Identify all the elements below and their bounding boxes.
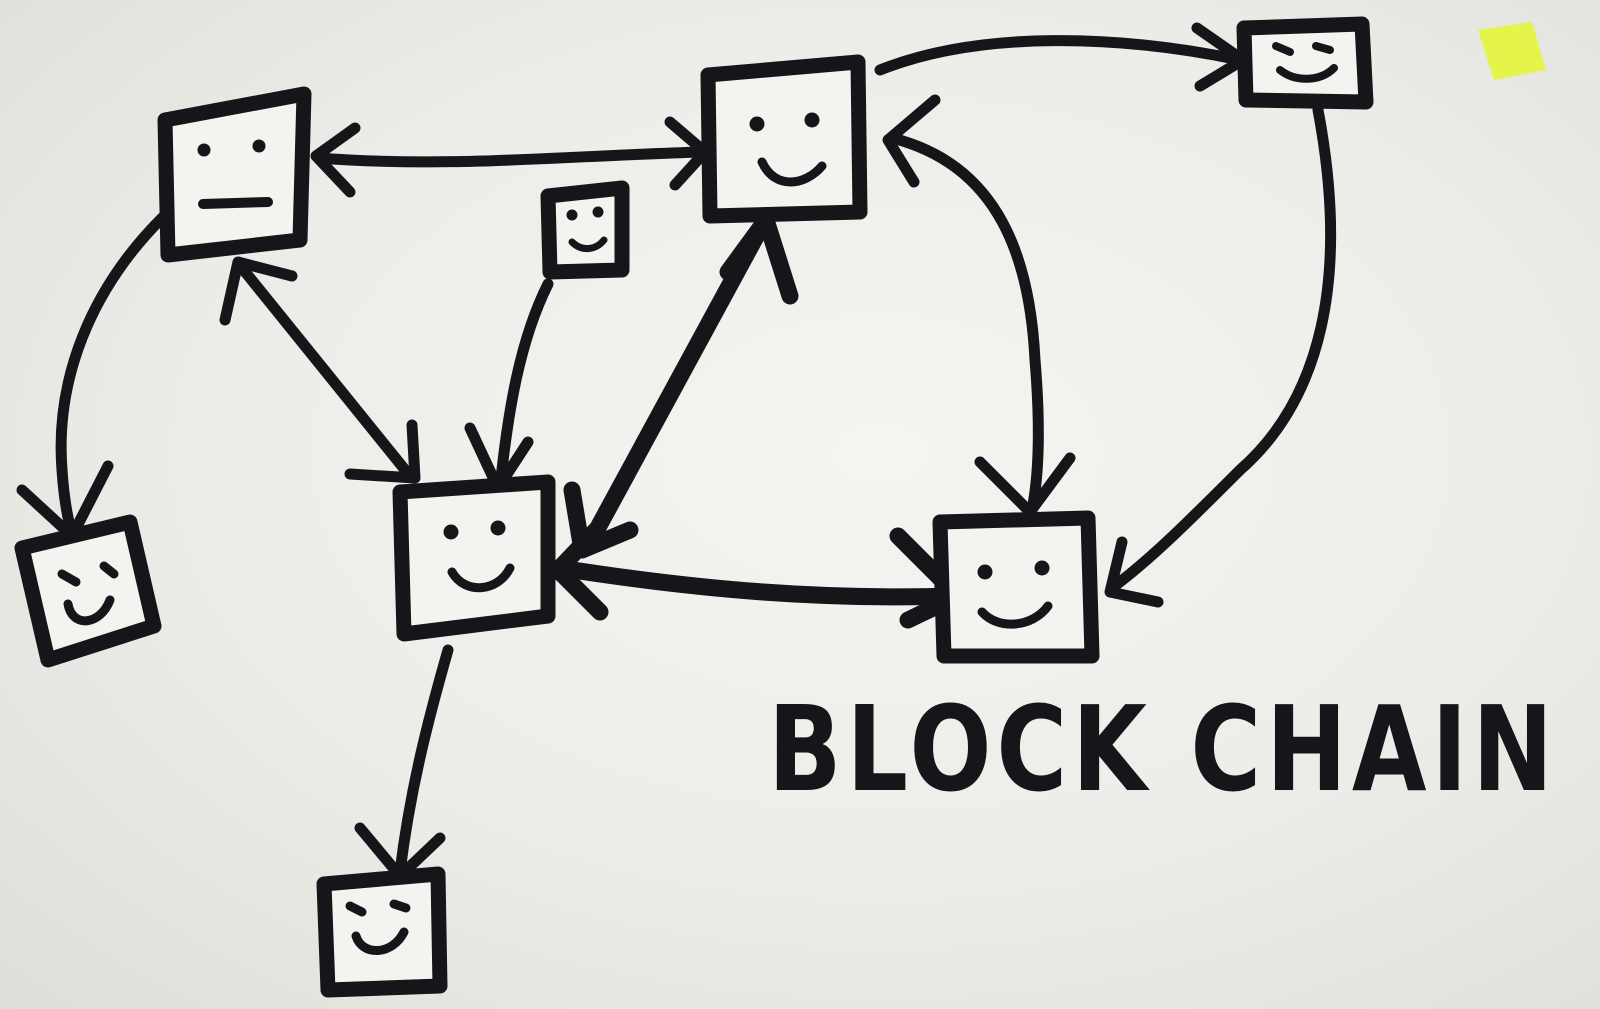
highlighter-mark (1478, 22, 1546, 80)
edge-topcenter-topright (874, 35, 1246, 76)
smile-mouth-icon (63, 595, 115, 626)
eye-icon (443, 524, 459, 540)
eye-icon (345, 901, 367, 917)
eye-icon (490, 520, 506, 536)
arrowhead (219, 256, 298, 326)
eye-icon (592, 206, 604, 218)
eye-icon (1034, 560, 1050, 576)
arrowhead (1104, 536, 1164, 608)
smile-mouth-icon (568, 236, 608, 252)
arrowhead (310, 122, 361, 198)
smile-mouth-icon (977, 601, 1053, 629)
diagram-title: BLOCK CHAIN (768, 680, 1558, 818)
block-top-center (700, 54, 868, 224)
edge-topcenter-right (886, 132, 1044, 516)
block-left (14, 514, 162, 668)
block-bottom (316, 866, 448, 998)
eye-icon (977, 564, 993, 580)
block-right (932, 510, 1100, 664)
edge-topleft-left (55, 212, 168, 540)
eye-icon (804, 112, 820, 128)
neutral-mouth-icon (198, 197, 273, 209)
eye-icon (252, 139, 266, 153)
arrowhead (974, 452, 1076, 518)
arrowhead (882, 94, 941, 188)
smile-mouth-icon (447, 563, 515, 593)
edges (16, 22, 1337, 882)
block-top-right (1236, 16, 1374, 110)
eye-icon (749, 116, 765, 132)
eye-icon (1272, 42, 1294, 56)
eye-icon (57, 569, 81, 587)
edge-topright-right (1106, 104, 1337, 594)
arrowhead (344, 419, 421, 484)
arrowhead (549, 519, 609, 621)
eye-icon (197, 143, 211, 157)
block-small-center (540, 180, 630, 280)
edge-center-right (551, 559, 965, 606)
edge-topleft-topcenter (312, 146, 708, 168)
smile-mouth-icon (1276, 64, 1338, 83)
eye-icon (99, 561, 119, 579)
eye-icon (389, 899, 411, 913)
eye-icon (566, 209, 578, 221)
block-top-left (157, 86, 312, 263)
thick-edges (549, 211, 967, 629)
block-center (392, 474, 556, 642)
smile-mouth-icon (351, 927, 409, 955)
eye-icon (1312, 42, 1334, 54)
smile-mouth-icon (757, 157, 827, 187)
edge-topleft-center (236, 262, 416, 482)
edge-smallcenter-center (494, 278, 554, 494)
edge-center-bottom (394, 644, 454, 878)
